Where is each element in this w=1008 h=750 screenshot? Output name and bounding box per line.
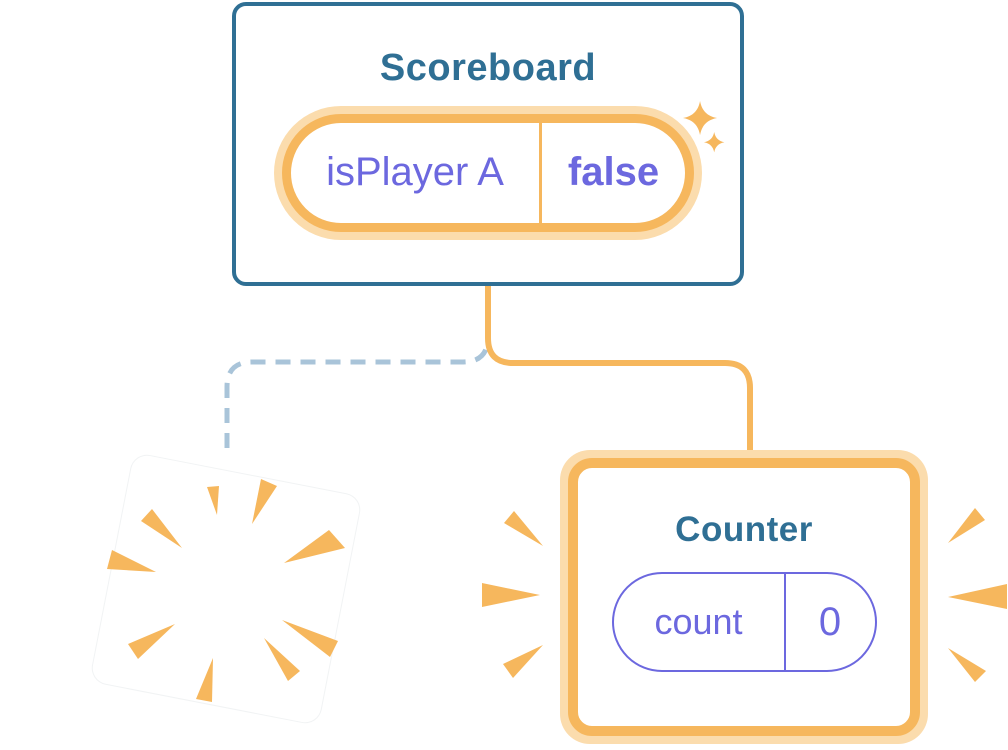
counter-state-value: 0 [818, 599, 842, 644]
counter-state-pill: count 0 [611, 572, 877, 672]
counter-title: Counter [675, 510, 813, 549]
scoreboard-state-key: isPlayer A [326, 150, 504, 195]
dashed-connector-to-removed-card [224, 300, 491, 458]
pill-divider [539, 122, 542, 223]
counter-card: Counter count 0 [560, 450, 928, 744]
scoreboard-card: Scoreboard isPlayer A false [232, 2, 744, 286]
solid-connector-to-counter [485, 286, 753, 458]
scoreboard-state-value: false [567, 150, 660, 195]
counter-state-key: count [654, 601, 743, 642]
scoreboard-title: Scoreboard [379, 47, 597, 89]
scoreboard-state-pill: isPlayer A false [274, 105, 702, 240]
removed-card [89, 452, 363, 726]
pill-divider [783, 574, 786, 670]
